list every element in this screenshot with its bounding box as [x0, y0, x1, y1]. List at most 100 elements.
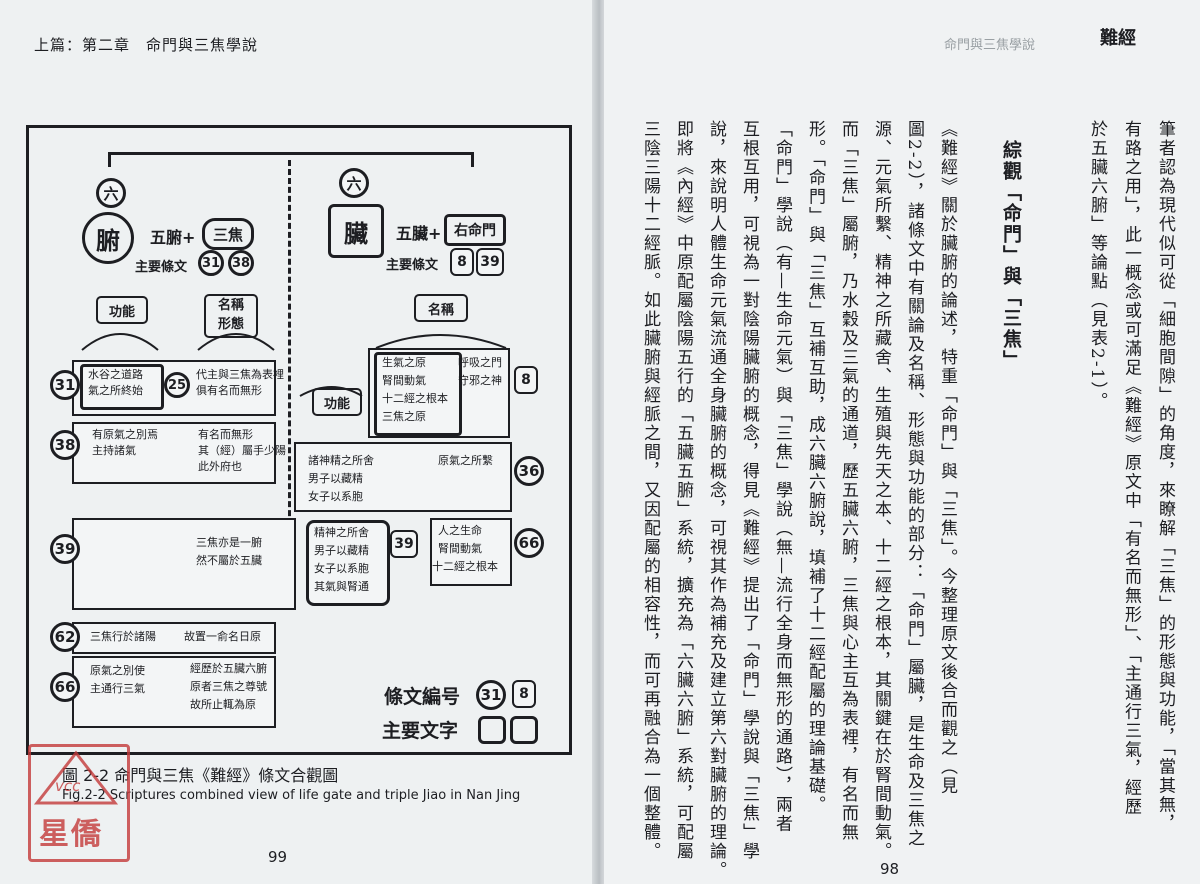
name-text: 名稱: [217, 298, 244, 313]
num-circle: 66: [514, 528, 544, 558]
text-column: 有路之用」，此一概念或可滿足《難經》原文中「有名而無形」、「主通行三氣，經歷: [1121, 120, 1141, 817]
zang-label: 五臟+: [396, 224, 442, 243]
num-circle: 25: [164, 372, 190, 398]
sanjiao-badge: 三焦: [202, 218, 254, 250]
row-36: [294, 442, 512, 512]
cell-text: 諸神精之所舍: [308, 454, 374, 467]
zang-main-label: 主要條文: [386, 258, 439, 273]
num-circle: 38: [50, 430, 80, 460]
cell-text: 十二經之根本: [382, 392, 448, 405]
legend-box: [510, 716, 538, 744]
cell-text: 人之生命: [438, 524, 482, 537]
text-column: 而「三焦」屬腑，乃水穀及三氣的通道，歷五臟六腑，三焦與心主互為表裡，有名而無: [838, 120, 858, 842]
cell-text: 故所止輒為原: [190, 698, 256, 711]
row-62: [72, 622, 276, 654]
fu-char: 腑: [82, 212, 134, 264]
cell-text: 女子以系胞: [308, 490, 363, 503]
right-page: 命門與三焦學說 難經 筆者認為現代似可從「細胞間隙」的角度，來瞭解「三焦」的形態…: [604, 0, 1200, 884]
num-circle: 36: [514, 456, 544, 486]
cell-text: 有原氣之別焉: [92, 428, 158, 441]
cell-text: 故置一俞名日原: [184, 630, 261, 643]
fu-main-label: 主要條文: [135, 260, 188, 275]
cell-text: 男子以藏精: [308, 472, 363, 485]
section-heading: 綜觀「命門」與「三焦」: [1000, 140, 1022, 371]
cell-text: 經歷於五臟六腑: [190, 662, 267, 675]
watermark-stamp: vcc 星僑: [28, 744, 130, 862]
name-form-label: 名稱 形態: [204, 294, 258, 338]
form-text: 形態: [217, 317, 244, 332]
six-circle: 六: [339, 168, 369, 198]
text-column: 於五臟六腑」等論點（見表2-1）。: [1087, 120, 1107, 411]
running-header: 難經: [1100, 28, 1136, 49]
cell-text: 主持諸氣: [92, 444, 136, 457]
num-circle: 38: [228, 250, 254, 276]
cell-text: 精神之所舍: [314, 526, 369, 539]
text-column: 源、元氣所繫、精神之所藏舍、生殖與先天之本、十二經之根本，其關鍵在於腎間動氣。: [871, 120, 891, 861]
num-circle: 31: [198, 250, 224, 276]
inner-box: [306, 520, 390, 606]
cell-text: 三焦行於諸陽: [90, 630, 156, 643]
cell-text: 水谷之道路: [88, 368, 143, 381]
figure-caption-zh: 圖 2-2 命門與三焦《難經》條文合觀圖: [62, 766, 339, 785]
left-page: 上篇：第二章 命門與三焦學說 六 腑 五腑+ 三焦 主要條文 31 38 六 臟…: [0, 0, 596, 884]
cell-text: 氣之所終始: [88, 384, 143, 397]
num-square: 8: [450, 248, 474, 276]
cell-text: 男子以藏精: [314, 544, 369, 557]
cell-text: 有名而無形: [198, 428, 253, 441]
num-circle: 31: [476, 680, 506, 710]
faint-header: 命門與三焦學說: [944, 38, 1036, 53]
cell-text: 三焦亦是一腑: [196, 536, 262, 549]
page-number: 98: [880, 860, 900, 878]
cell-text: 呼吸之門: [458, 356, 502, 369]
row-39: [72, 518, 296, 610]
watermark-letters: vcc: [55, 777, 81, 795]
running-header: 上篇：第二章 命門與三焦學說: [34, 36, 259, 54]
figure-caption-en: Fig.2-2 Scriptures combined view of life…: [62, 788, 521, 803]
cell-text: 守邪之神: [458, 374, 502, 387]
cell-text: 主通行三氣: [90, 682, 145, 695]
num-circle: 31: [50, 370, 80, 400]
inner-box: [80, 364, 164, 410]
arc-lines: [81, 333, 507, 397]
cell-text: 其氣與腎通: [314, 580, 369, 593]
page-number: 99: [268, 848, 288, 866]
text-column: 形。「命門」與「三焦」互補互助，成六臟六腑說，填補了十二經配屬的理論基礎。: [805, 120, 825, 815]
text-column: 筆者認為現代似可從「細胞間隙」的角度，來瞭解「三焦」的形態與功能，「當其無，: [1155, 120, 1175, 834]
name-label: 名稱: [414, 294, 468, 322]
cell-text: 原氣之別使: [90, 664, 145, 677]
row-66-right: [430, 518, 512, 586]
cell-text: 原者三焦之尊號: [190, 680, 267, 693]
text-column: 說，來說明人體生命元氣流通全身臟腑的概念，可視其作為補充及建立第六對臟腑的理論。: [706, 120, 726, 880]
divider-line: [288, 160, 291, 570]
diagram-frame: [26, 125, 572, 755]
cell-text: 十二經之根本: [432, 560, 498, 573]
cell-text: 原氣之所繫: [438, 454, 493, 467]
cell-text: 三焦之原: [382, 410, 426, 423]
function-label-2: 功能: [312, 388, 362, 416]
num-square: 39: [476, 248, 504, 276]
num-square: 39: [390, 530, 418, 558]
text-column: 互根互用，可視為一對陰陽臟腑的概念，得見《難經》提出了「命門」學說與「三焦」學: [739, 120, 759, 861]
num-circle: 39: [50, 534, 80, 564]
num-circle: 62: [50, 622, 80, 652]
num-square: 8: [514, 366, 538, 394]
bracket-line: [108, 152, 474, 167]
cell-text: 然不屬於五臟: [196, 554, 262, 567]
watermark-name: 星僑: [39, 817, 103, 852]
legend-box: [478, 716, 506, 744]
inner-box: [374, 352, 462, 436]
fu-label: 五腑+: [150, 228, 196, 247]
cell-text: 女子以系胞: [314, 562, 369, 575]
num-square: 8: [512, 680, 536, 708]
row-66: [72, 656, 276, 728]
cell-text: 腎間動氣: [382, 374, 426, 387]
cell-text: 俱有名而無形: [196, 384, 262, 397]
cell-text: 其（經）屬手少陽: [198, 444, 286, 457]
text-column: 三陰三陽十二經脈。如此臟腑與經脈之間，又因配屬的相容性，而可再融合為一個整體。: [640, 120, 660, 861]
cell-text: 此外府也: [198, 460, 242, 473]
function-label: 功能: [96, 296, 148, 324]
zang-char: 臟: [328, 204, 384, 258]
watermark-triangle-icon: [33, 750, 119, 805]
text-column: 圖2-2），諸條文中有關論及名稱、形態與功能的部分：「命門」屬臟，是生命及三焦之: [904, 120, 924, 848]
num-circle: 66: [50, 672, 80, 702]
